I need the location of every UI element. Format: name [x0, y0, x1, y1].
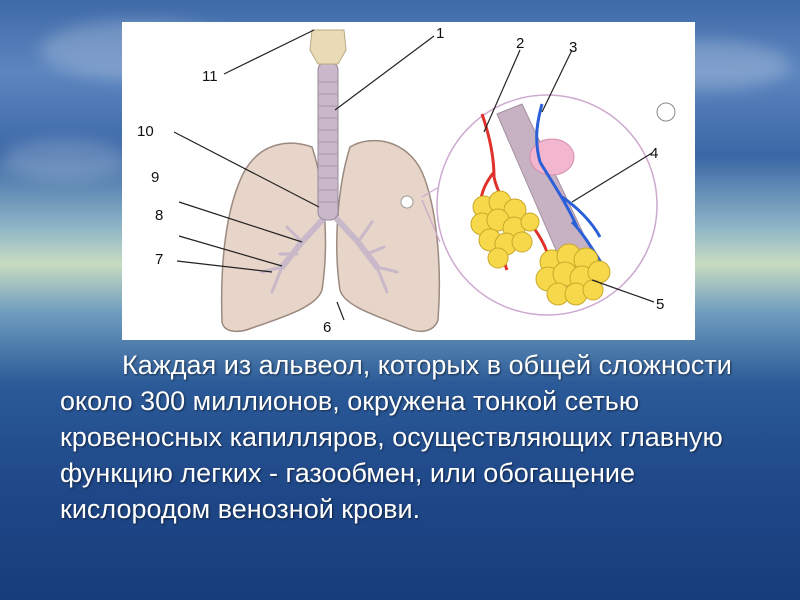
label-9: 9: [151, 169, 159, 186]
slide-caption: Каждая из альвеол, которых в общей сложн…: [60, 347, 750, 527]
label-2: 2: [516, 35, 524, 52]
label-6: 6: [323, 319, 331, 336]
label-10: 10: [137, 123, 154, 140]
label-4: 4: [650, 145, 658, 162]
magnified-circle: [436, 94, 658, 316]
alveoli-cluster: [470, 190, 540, 269]
lungs-diagram-svg: 1 2 3 4 5 6 7 8 9 10 11: [137, 25, 676, 336]
label-8: 8: [155, 207, 163, 224]
vein: [535, 103, 606, 268]
label-11: 11: [202, 68, 218, 85]
trachea: [317, 61, 339, 221]
trachea-rings: [319, 81, 337, 203]
sky-cloud: [0, 140, 130, 180]
small-circle: [656, 102, 676, 122]
label-1: 1: [436, 25, 444, 42]
label-5: 5: [656, 296, 664, 313]
small-circle: [400, 195, 414, 209]
label-3: 3: [569, 39, 577, 56]
leader-lines: [173, 29, 655, 321]
right-lung: [336, 139, 441, 333]
label-7: 7: [155, 251, 163, 268]
lungs-diagram: 1 2 3 4 5 6 7 8 9 10 11: [122, 22, 695, 340]
caption-text: Каждая из альвеол, которых в общей сложн…: [60, 350, 732, 524]
magnify-connector: [421, 199, 441, 243]
larynx: [309, 29, 347, 65]
alveoli-cluster: [535, 243, 611, 306]
magnify-connector: [421, 186, 440, 198]
